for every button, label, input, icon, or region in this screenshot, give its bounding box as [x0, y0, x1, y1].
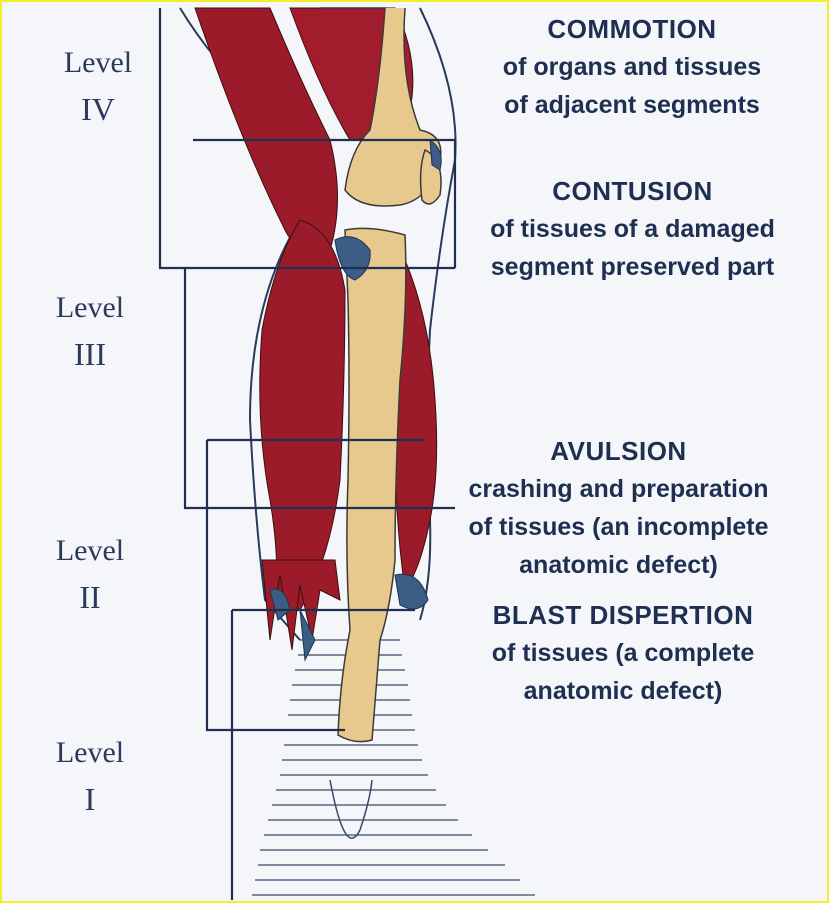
annotation-title: BLAST DISPERTION	[448, 596, 798, 634]
level-roman: IV	[38, 86, 158, 132]
annotation-line: of organs and tissues	[462, 48, 802, 86]
level-roman: II	[30, 574, 150, 620]
annotation-line: anatomic defect)	[448, 672, 798, 710]
commotion-annotation: COMMOTION of organs and tissues of adjac…	[462, 10, 802, 124]
blast-dispertion-annotation: BLAST DISPERTION of tissues (a complete …	[448, 596, 798, 710]
level-word: Level	[30, 285, 150, 331]
annotation-title: AVULSION	[436, 432, 801, 470]
annotation-title: CONTUSION	[455, 172, 810, 210]
level-word: Level	[30, 528, 150, 574]
annotation-line: of tissues (a complete	[448, 634, 798, 672]
annotation-title: COMMOTION	[462, 10, 802, 48]
level-roman: III	[30, 331, 150, 377]
stump-outline	[330, 780, 372, 838]
level-ii-label: Level II	[30, 528, 150, 620]
level-roman: I	[30, 776, 150, 822]
annotation-line: segment preserved part	[455, 248, 810, 286]
level-word: Level	[38, 40, 158, 86]
level-iii-label: Level III	[30, 285, 150, 377]
annotation-line: of tissues of a damaged	[455, 210, 810, 248]
level-i-label: Level I	[30, 730, 150, 822]
level-iv-label: Level IV	[38, 40, 158, 132]
annotation-line: of adjacent segments	[462, 86, 802, 124]
tibia	[338, 228, 406, 741]
annotation-line: of tissues (an incomplete	[436, 508, 801, 546]
level-word: Level	[30, 730, 150, 776]
annotation-line: crashing and preparation	[436, 470, 801, 508]
annotation-line: anatomic defect)	[436, 546, 801, 584]
contusion-annotation: CONTUSION of tissues of a damaged segmen…	[455, 172, 810, 286]
avulsion-annotation: AVULSION crashing and preparation of tis…	[436, 432, 801, 584]
